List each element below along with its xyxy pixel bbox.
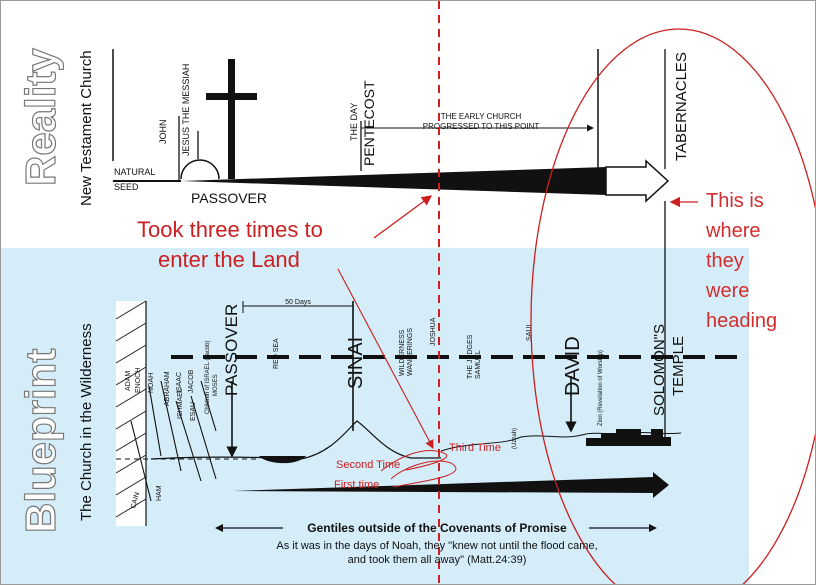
noah-label: NOAH (148, 373, 155, 393)
adam-label: ADAM (125, 371, 132, 391)
top-arrow-head (605, 159, 670, 203)
ishmael-label: ISHMAEL (177, 388, 184, 419)
bottom-passover-label: PASSOVER (222, 304, 241, 396)
sinai-label: SINAI (345, 337, 367, 389)
heading-line-2: where (705, 220, 760, 242)
abraham-label: ABRAHAM (164, 371, 171, 406)
heading-line-4: were (705, 280, 749, 302)
enoch-label: ENOCH (135, 368, 142, 393)
the-day-label: THE DAY (349, 103, 359, 141)
second-time-loop (380, 450, 448, 472)
messiah-label: JESUS THE MESSIAH (181, 64, 191, 156)
cross-icon (228, 59, 235, 179)
wanderings-label: WANDERINGS (407, 328, 414, 376)
heading-ellipse (530, 28, 815, 584)
isaac-label: ISAAC (176, 372, 183, 393)
ham-label: HAM (156, 485, 163, 501)
zion-label: Zion (Revelation of Worship) (598, 350, 604, 426)
reality-title: Reality (17, 48, 64, 186)
top-arrow-wedge (181, 167, 606, 195)
children-israel-label: Children of ISRAEL (Jacob) (205, 341, 211, 414)
top-passover-label: PASSOVER (191, 190, 267, 206)
fifty-days-label: 50 Days (285, 299, 311, 306)
pentecost-label: PENTECOST (361, 80, 377, 166)
reality-subtitle: New Testament Church (78, 50, 95, 206)
terrain-wave (440, 431, 682, 452)
cain-label: CAIN (130, 492, 141, 510)
sinai-mountain (150, 420, 441, 460)
early-church-line2: PROGRESSED TO THIS POINT (423, 122, 540, 131)
quote-line1: As it was in the days of Noah, they "kne… (276, 540, 597, 552)
first-time-arrow (233, 472, 669, 498)
red-sea-label: RED SEA (273, 338, 280, 369)
first-time-loop (390, 460, 457, 488)
uzzah-label: (Uzzah) (512, 428, 518, 449)
top-timeline: NATURAL SEED JOHN JESUS THE MESSIAH PASS… (112, 49, 690, 206)
first-time-label: First time (334, 479, 379, 491)
esau-label: ESAU (190, 402, 197, 421)
quote-line2: and took them all away" (Matt.24:39) (348, 554, 527, 566)
tabernacles-label: TABERNACLES (673, 52, 690, 161)
second-time-label: Second Time (336, 459, 400, 471)
temple-label: TEMPLE (670, 336, 687, 396)
took-arrow-top (373, 195, 433, 239)
took-line2: enter the Land (158, 247, 300, 272)
heading-line-1: This is (706, 190, 764, 212)
third-time-label: Third Time (449, 442, 501, 454)
david-label: DAVID (562, 336, 584, 396)
gentiles-label: Gentiles outside of the Covenants of Pro… (307, 521, 567, 535)
took-arrow-bottom (337, 268, 434, 449)
heading-line-5: heading (706, 310, 777, 332)
heading-line-3: they (706, 250, 744, 272)
natural-label: NATURAL (114, 167, 155, 177)
saul-label: SAUL (526, 323, 533, 341)
solomons-label: SOLOMON"S (651, 324, 668, 416)
red-sea-mark (259, 456, 306, 464)
blueprint-title: Blueprint (17, 349, 64, 533)
bottom-timeline: 50 Days CAIN ADAM ENOCH NOAH HAM (115, 201, 741, 526)
samuel-label: SAMUEL (475, 350, 482, 379)
joshua-label: JOSHUA (430, 317, 437, 346)
jacob-label: JACOB (188, 369, 195, 393)
manger-icon (180, 159, 220, 180)
seed-label: SEED (114, 182, 139, 192)
wilderness-label: WILDERNESS (399, 329, 406, 376)
judges-label: THE JUDGES (467, 334, 474, 379)
took-line1: Took three times to (137, 217, 323, 242)
blueprint-subtitle: The Church in the Wilderness (78, 323, 95, 521)
early-church-line1: THE EARLY CHURCH (441, 112, 522, 121)
moses-label: MOSES (213, 374, 219, 396)
temple-silhouette (586, 429, 671, 446)
john-label: JOHN (158, 120, 168, 145)
